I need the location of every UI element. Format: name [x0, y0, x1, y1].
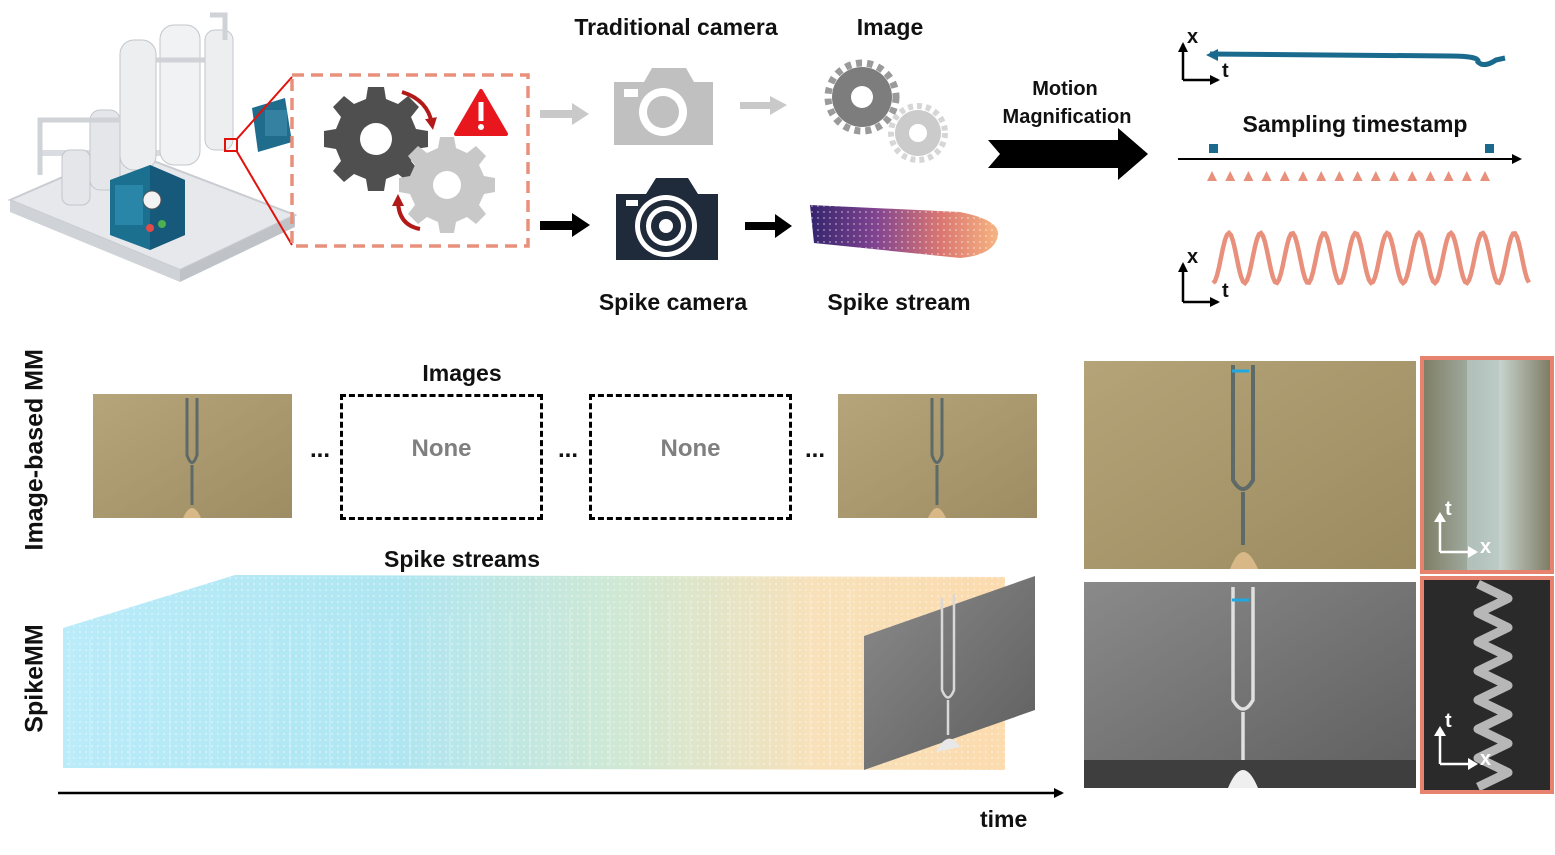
spike-sample-marker — [1334, 171, 1345, 181]
top-signal-axes — [1178, 42, 1220, 85]
light-gear-icon — [399, 137, 495, 233]
spike-sample-marker — [1389, 171, 1399, 181]
bottom-axis-x-label: x — [1187, 246, 1199, 268]
industrial-machine-illustration — [7, 12, 298, 282]
bottom-signal-axes — [1178, 262, 1220, 307]
image-frame-last — [838, 394, 1037, 518]
arrow-to-traditional-camera — [540, 103, 589, 125]
spike-sample-marker — [1243, 171, 1254, 181]
spike-sample-marker — [1279, 171, 1290, 181]
spike-sample-marker — [1207, 171, 1217, 181]
magnified-image-photo — [1084, 361, 1416, 569]
zoom-line-top — [235, 76, 293, 141]
spike-camera-icon — [616, 178, 718, 260]
row-label-image-based-wrap: Image-based MM — [0, 349, 120, 550]
magnification-label: Magnification — [1002, 106, 1132, 128]
frame-sample-left — [1209, 144, 1218, 153]
spike-stream-label: Spike stream — [827, 289, 971, 315]
spike-sample-marker — [1316, 171, 1327, 181]
dark-gear-icon — [324, 87, 428, 191]
arrow-to-spike-stream — [745, 214, 792, 238]
ellipsis-3: ... — [805, 436, 826, 463]
crop-axes-top — [1434, 512, 1478, 558]
spike-sample-markers — [1207, 171, 1490, 181]
rotation-arrow-bottom — [392, 194, 421, 231]
blurred-gears-image — [824, 59, 948, 163]
crop-bottom-x-label: x — [1480, 748, 1492, 770]
crop-top-x-label: x — [1480, 536, 1492, 558]
zoomed-gear-box — [290, 73, 530, 248]
missing-frame-box-1: None — [340, 394, 543, 520]
spike-sample-marker — [1407, 171, 1418, 181]
arrow-to-image — [740, 96, 787, 115]
magnified-spike-photo — [1084, 582, 1416, 788]
crop-top-t-label: t — [1445, 498, 1452, 520]
time-axis-label: time — [980, 806, 1028, 832]
none-label-2: None — [660, 435, 721, 462]
spike-stream-visual — [810, 205, 999, 258]
rotation-arrow-top — [401, 90, 437, 130]
images-title: Images — [422, 360, 502, 386]
image-label: Image — [856, 14, 924, 40]
motion-label: Motion — [1032, 78, 1098, 100]
crop-spikemm — [1420, 576, 1554, 794]
traditional-camera-icon — [614, 68, 713, 145]
row-label-image-based: Image-based MM — [20, 349, 49, 551]
zoom-line-bottom — [235, 149, 293, 246]
traditional-camera-label: Traditional camera — [574, 14, 778, 40]
teal-signal-trace — [1209, 51, 1506, 68]
row-label-spikemm: SpikeMM — [20, 624, 49, 733]
spike-sample-marker — [1480, 171, 1490, 181]
spike-sample-marker — [1298, 171, 1308, 181]
bottom-axis-t-label: t — [1222, 280, 1229, 302]
spike-camera-label: Spike camera — [598, 289, 748, 315]
missing-frame-box-2: None — [589, 394, 792, 520]
row-label-spikemm-wrap: SpikeMM — [0, 624, 100, 732]
crop-bottom-t-label: t — [1445, 710, 1452, 732]
crop-image-based — [1420, 356, 1554, 574]
ellipsis-1: ... — [310, 436, 331, 463]
spike-grayscale-frame — [864, 576, 1035, 770]
teal-trace-arrowhead — [1206, 49, 1218, 61]
spike-sample-marker — [1461, 171, 1472, 181]
spike-sample-marker — [1225, 171, 1236, 181]
spike-stream-volume — [63, 575, 1005, 770]
spike-sample-marker — [1443, 171, 1454, 181]
spike-sample-marker — [1370, 171, 1381, 181]
none-label-1: None — [411, 435, 472, 462]
frame-sample-right — [1485, 144, 1494, 153]
arrow-to-spike-camera — [540, 213, 590, 237]
spike-sample-marker — [1425, 171, 1436, 181]
top-axis-t-label: t — [1222, 60, 1229, 82]
warning-icon — [454, 89, 508, 136]
crop-axes-bottom — [1434, 726, 1478, 770]
magnified-sine-wave — [1211, 229, 1531, 287]
spike-sample-marker — [1261, 171, 1272, 181]
image-frame-first — [93, 394, 292, 518]
ellipsis-2: ... — [558, 436, 579, 463]
sampling-timestamp-label: Sampling timestamp — [1242, 111, 1468, 137]
spike-sample-marker — [1352, 171, 1363, 181]
spike-streams-title: Spike streams — [384, 546, 540, 572]
motion-magnification-arrow — [988, 128, 1148, 180]
top-axis-x-label: x — [1187, 26, 1199, 48]
